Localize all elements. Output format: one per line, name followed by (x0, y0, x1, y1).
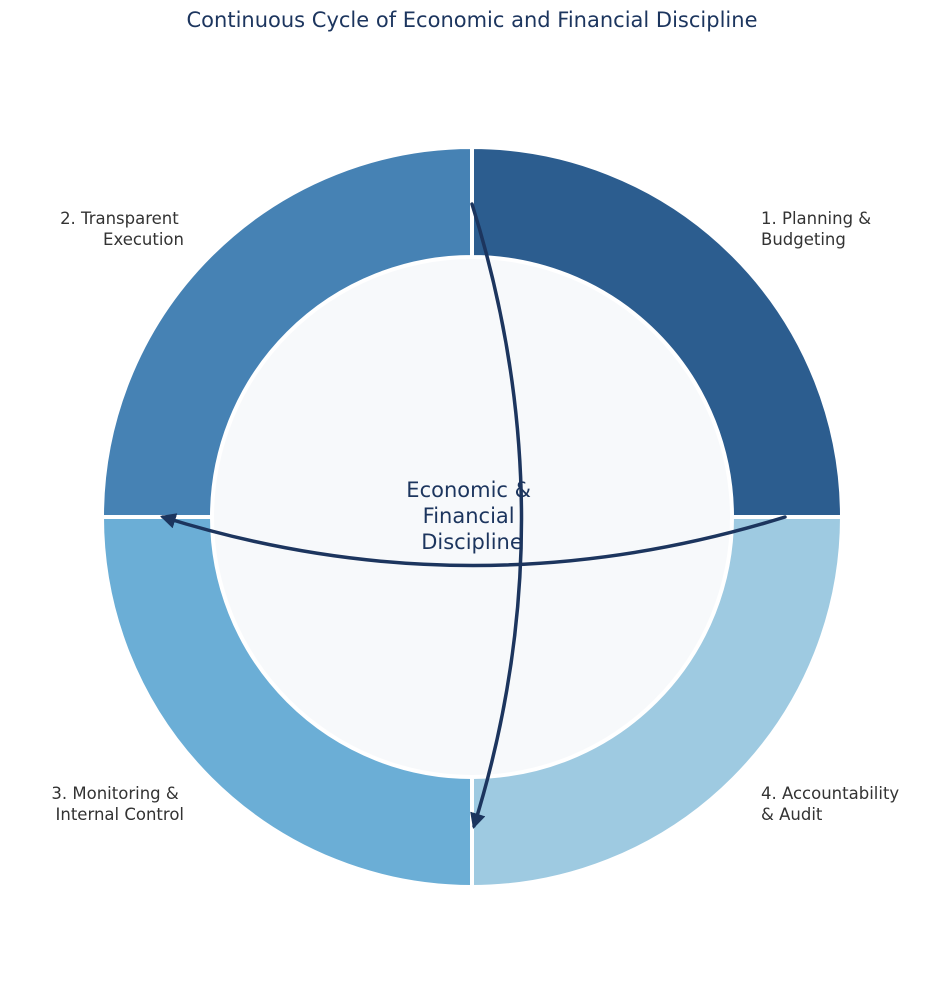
label-execution-line-2: Execution (103, 230, 184, 249)
label-planning: 1. Planning & Budgeting (761, 209, 876, 249)
arrow-planning-to-execution (159, 513, 787, 568)
label-execution: 2. Transparent Execution (60, 209, 184, 249)
arrow-execution-to-monitoring (470, 202, 524, 830)
segment-planning (470, 144, 845, 519)
label-execution-line-1: 2. Transparent (60, 209, 179, 228)
segment-audit (470, 515, 845, 890)
label-monitoring-line-1: 3. Monitoring & (51, 784, 178, 803)
center-label: Economic & Financial Discipline (406, 478, 537, 554)
diagram-title: Continuous Cycle of Economic and Financi… (187, 8, 758, 32)
center-label-line-2: Financial (423, 504, 515, 528)
label-monitoring: 3. Monitoring & Internal Control (51, 784, 184, 824)
center-disc (214, 259, 730, 775)
label-planning-line-2: Budgeting (761, 230, 846, 249)
center-label-line-3: Discipline (421, 530, 523, 554)
segment-monitoring (99, 515, 474, 890)
center-label-line-1: Economic & (406, 478, 531, 502)
label-monitoring-line-2: Internal Control (56, 805, 184, 824)
label-audit-line-1: 4. Accountability (761, 784, 899, 803)
label-planning-line-1: 1. Planning & (761, 209, 871, 228)
label-audit: 4. Accountability & Audit (761, 784, 904, 824)
segment-execution (99, 144, 474, 519)
label-audit-line-2: & Audit (761, 805, 823, 824)
